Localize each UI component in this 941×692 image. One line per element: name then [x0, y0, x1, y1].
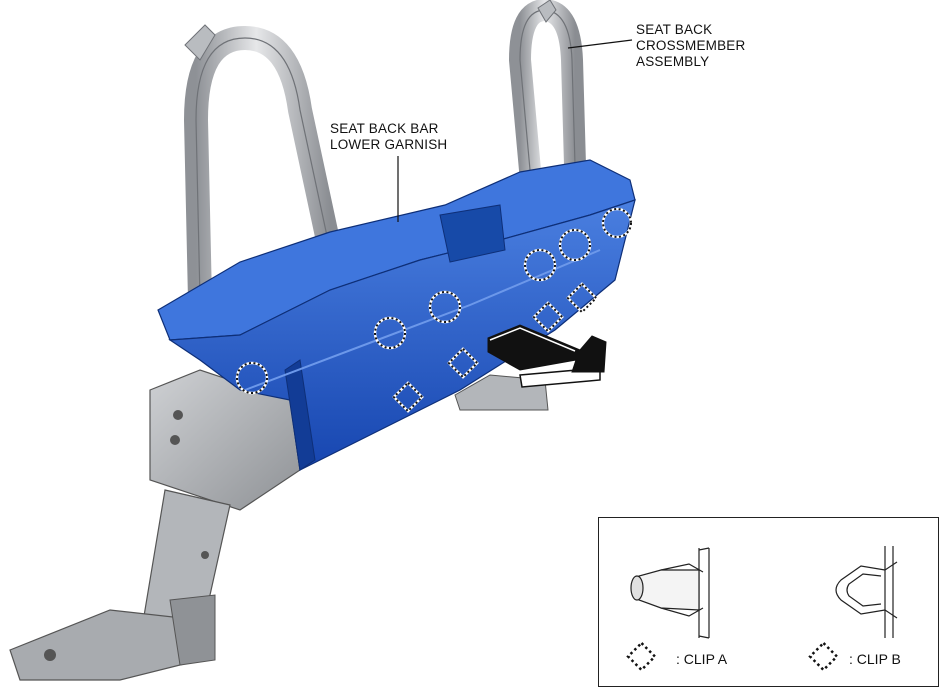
- bracket-side: [169, 594, 216, 666]
- crossmember-pipes: [183, 0, 586, 312]
- clip-b-illustration: [835, 546, 898, 638]
- clip-a-marker: [374, 317, 406, 349]
- clip-a-marker-icon: [626, 641, 657, 672]
- clip-a-body: [633, 569, 700, 611]
- crossmember-leader: [567, 39, 633, 49]
- clip-b-marker: [566, 282, 598, 314]
- clip-legend-art: [626, 546, 898, 672]
- garnish-ridge: [244, 249, 601, 391]
- clip-a-marker: [524, 249, 556, 281]
- clip-b-marker: [447, 347, 479, 379]
- crossmember-label-line: ASSEMBLY: [636, 54, 710, 69]
- bracket-foot: [9, 609, 201, 681]
- clip-b-body: [835, 565, 886, 615]
- clip-b-tails: [884, 561, 898, 619]
- legend-clip-a-marker: [626, 641, 657, 672]
- bracket-hole: [173, 410, 183, 420]
- clip-b-inner: [846, 573, 882, 607]
- bracket-hole: [201, 551, 209, 559]
- arrow-body: [487, 324, 607, 373]
- clip-a-marker: [429, 291, 461, 323]
- garnish-label-line: SEAT BACK BAR: [330, 121, 439, 136]
- clip-a-markers-dots: [236, 208, 632, 394]
- garnish-recess: [439, 204, 506, 263]
- seat-bracket: [9, 369, 549, 681]
- clip-a-panel: [698, 548, 710, 638]
- arrow-highlight: [489, 327, 576, 352]
- left-hoop-edge: [195, 37, 331, 301]
- removal-direction-arrow: [487, 324, 607, 388]
- crossmember-label-line: SEAT BACK: [636, 22, 713, 37]
- garnish-face: [168, 199, 636, 471]
- crossmember-label-line: CROSSMEMBER: [636, 38, 746, 53]
- left-hoop-tab: [184, 24, 216, 61]
- clip-a-head: [630, 575, 644, 601]
- clip-a-illustration: [630, 547, 710, 639]
- leader-lines: [397, 39, 633, 222]
- clip-b-panel: [884, 546, 894, 638]
- legend-clip-b-marker: [808, 641, 839, 672]
- clip-legend: : CLIP A : CLIP B: [598, 517, 939, 687]
- bracket-hole: [170, 435, 180, 445]
- clip-b-markers-dots: [392, 282, 598, 413]
- garnish-label: SEAT BACK BAR LOWER GARNISH: [330, 121, 447, 153]
- clip-a-marker: [559, 229, 591, 261]
- clip-b-legend-label: : CLIP B: [849, 651, 901, 667]
- garnish-lower-lip: [284, 359, 316, 471]
- clip-b-marker-icon: [808, 641, 839, 672]
- clip-b-marker: [532, 301, 564, 333]
- clip-b-marker: [392, 381, 424, 413]
- seat-back-bar-lower-garnish: [157, 159, 636, 471]
- bracket-hole: [44, 649, 56, 661]
- crossmember-label: SEAT BACK CROSSMEMBER ASSEMBLY: [636, 22, 745, 70]
- clip-a-legend-label: : CLIP A: [676, 651, 728, 667]
- right-hoop-tab: [537, 0, 557, 23]
- garnish-label-line: LOWER GARNISH: [330, 137, 448, 152]
- clip-a-legs: [660, 563, 704, 617]
- clip-a-marker: [236, 362, 268, 394]
- clip-a-panel-ticks: [698, 547, 710, 639]
- clip-a-marker: [602, 208, 632, 238]
